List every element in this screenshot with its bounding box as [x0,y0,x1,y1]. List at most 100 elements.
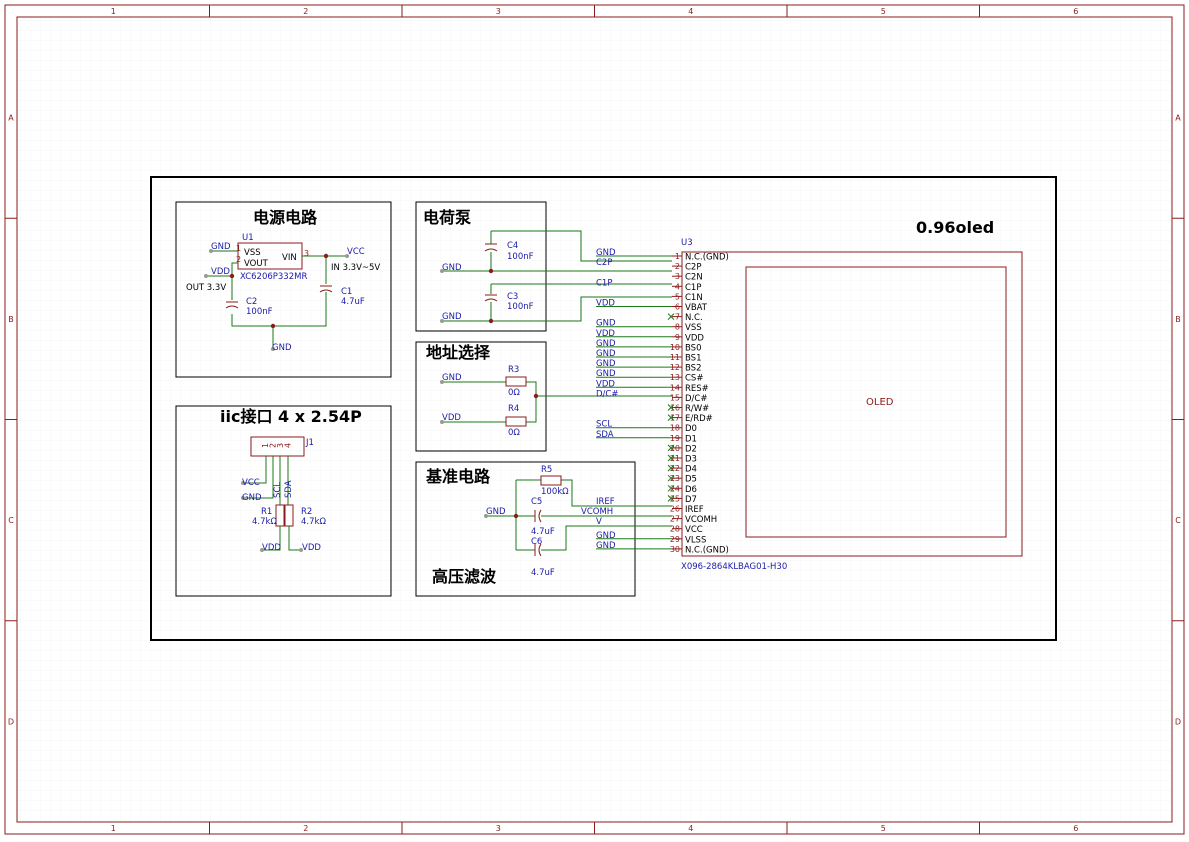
iic-net-sda: SDA [284,480,294,498]
row-label-left: B [8,315,14,324]
u3-pin-name: E/RD# [685,414,713,424]
u3-pin-number: 6 [675,303,680,312]
u3-ref: U3 [681,238,693,248]
power-title: 电源电路 [253,208,318,227]
reference-net-iref: IREF [596,497,615,507]
u1-pin-vout: VOUT [244,259,269,269]
u3-body [681,251,1023,557]
no-connect-mark [667,495,675,502]
u3-pin-number: 13 [670,373,680,382]
u1-pin1: 1 [236,244,241,253]
no-connect-mark [667,444,675,452]
u3-pin-name: D7 [685,495,697,505]
reference-net-gnd: GND [486,507,506,517]
u3-pin-name: C2N [685,273,703,283]
u3-pin-name: N.C.(GND) [685,253,729,263]
row-label-left: A [8,114,14,123]
col-label-top: 1 [111,7,116,16]
u1-part: XC6206P332MR [240,272,307,282]
u3-pin-number: 20 [670,444,680,453]
r5-val: 100kΩ [541,487,569,497]
iic-title: iic接口 4 x 2.54P [220,407,362,426]
u3-pin-name: N.C. [685,313,703,323]
no-connect-mark [667,414,675,421]
u3-pin-name: VCC [685,525,703,535]
u3-net-label: GND [596,248,616,258]
reference-box [415,461,636,597]
no-connect-mark [667,474,675,482]
j1-body [250,436,305,457]
iic-net-vcc: VCC [242,478,260,488]
r5-body [540,475,562,486]
r2-ref: R2 [301,507,312,517]
border-ticks [5,5,1184,834]
u3-pin-number: 17 [670,414,680,423]
u3-pin-name: VSS [685,323,702,333]
u1-ref: U1 [242,233,254,243]
u3-pin-name: BS1 [685,354,702,364]
u3-pin-number: 14 [670,383,680,392]
j1-pin-number: 4 [284,443,293,448]
col-label-bottom: 4 [688,824,693,833]
u3-pin-name: VDD [685,333,704,343]
r2-val: 4.7kΩ [301,517,326,527]
u3-pin-name: RES# [685,384,709,394]
j1-pin-number: 1 [261,443,270,448]
c4-ref: C4 [507,241,518,251]
u3-net-label: SDA [596,430,614,440]
charge-pump-box [415,201,547,332]
j1-pin-number: 3 [276,443,285,448]
address-net-gnd: GND [442,373,462,383]
u1-pin-vss: VSS [244,248,261,258]
power-in-label: IN 3.3V~5V [331,263,380,273]
row-label-right: B [1175,315,1181,324]
r3-body [505,376,527,387]
u3-net-label: VDD [596,299,615,309]
power-out-label: OUT 3.3V [186,283,226,293]
u3-net-label: GND [596,369,616,379]
u1-pin3: 3 [304,249,309,258]
u3-pin-name: VBAT [685,303,708,313]
u3-pin-name: D4 [685,465,697,475]
iic-net-gnd: GND [242,493,262,503]
col-label-top: 6 [1073,7,1078,16]
u3-net-label: GND [596,531,616,541]
charge-pump-title: 电荷泵 [423,208,471,227]
grid [17,17,1172,822]
u3-pin-name: VCOMH [685,515,717,525]
row-label-right: D [1175,717,1181,726]
u3-pin-number: 7 [675,313,680,322]
u3-net-label: D/C# [596,389,618,399]
c6-val: 4.7uF [531,568,555,578]
u3-pin-name: D6 [685,485,697,495]
c5-ref: C5 [531,497,542,507]
u3-pin-name: CS# [685,374,703,384]
u3-pin-number: 30 [670,545,680,554]
no-connect-mark [667,404,675,411]
u3-net-label: GND [596,541,616,551]
reference-title: 基准电路 [425,467,491,486]
charge-pump-circuit: C4 100nF C3 100nF GND GND [440,230,672,324]
u3-pin-number: 4 [675,282,680,291]
u3-pin-name: D3 [685,455,697,465]
u3-pin-number: 1 [675,252,680,261]
col-label-top: 5 [881,7,886,16]
u3-net-label: GND [596,339,616,349]
u3-pin-number: 16 [670,404,680,413]
c3-ref: C3 [507,292,518,302]
charge-pump-net-gnd1: GND [442,263,462,273]
r1-ref: R1 [261,507,272,517]
u3-pin-number: 2 [675,262,680,271]
u3-net-label: VDD [596,379,615,389]
c6-ref: C6 [531,537,542,547]
u3-pin-number: 10 [670,343,680,352]
reference-net-vcomh: VCOMH [581,507,613,517]
c1-ref: C1 [341,287,352,297]
u3-net-label: C1P [596,278,612,288]
c2-ref: C2 [246,297,257,307]
u3-pin-number: 9 [675,333,680,342]
u3-net-label: VDD [596,329,615,339]
col-label-bottom: 5 [881,824,886,833]
